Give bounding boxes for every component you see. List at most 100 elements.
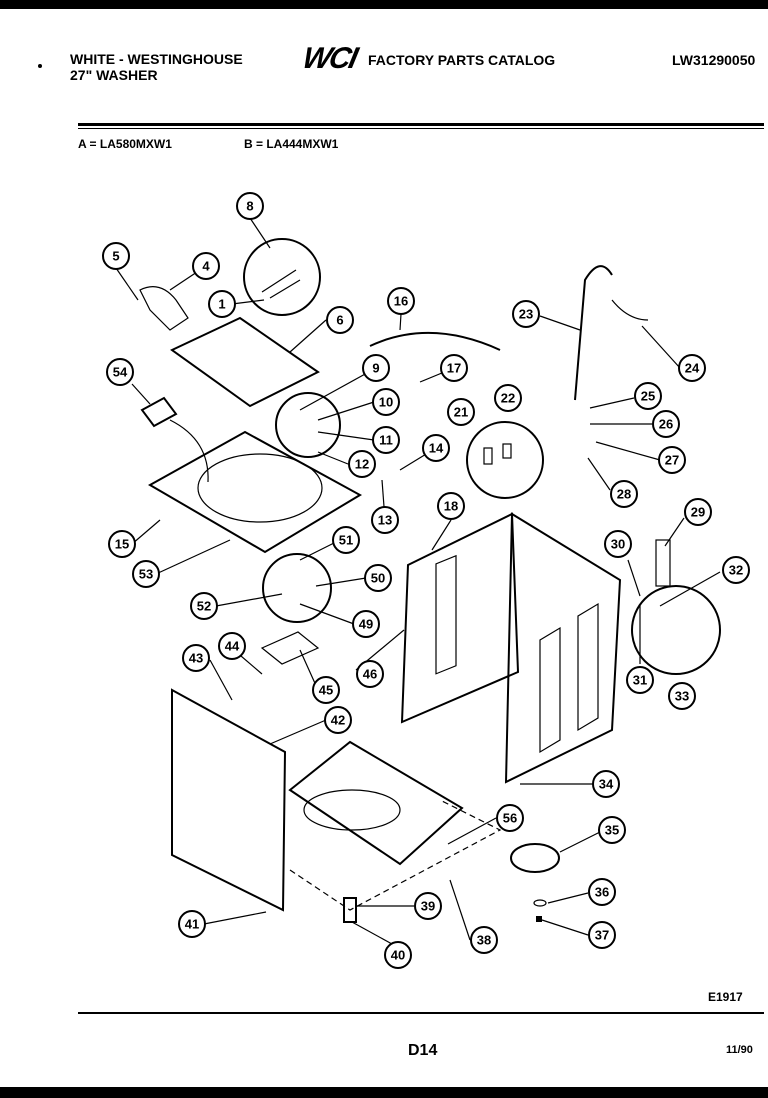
base-frame xyxy=(288,740,464,866)
callout-35: 35 xyxy=(598,816,626,844)
svg-text:15: 15 xyxy=(115,537,129,552)
svg-text:45: 45 xyxy=(319,683,333,698)
bleach-cup xyxy=(140,396,178,428)
motor-mount-detail-circle xyxy=(631,585,721,675)
cabinet-side-panel xyxy=(504,512,622,784)
svg-text:31: 31 xyxy=(633,673,647,688)
svg-text:23: 23 xyxy=(519,307,533,322)
callout-41: 41 xyxy=(178,910,206,938)
valve-detail-circle xyxy=(466,421,544,499)
callout-52: 52 xyxy=(190,592,218,620)
callout-24: 24 xyxy=(678,354,706,382)
callout-17: 17 xyxy=(440,354,468,382)
callout-54: 54 xyxy=(106,358,134,386)
svg-text:41: 41 xyxy=(185,917,199,932)
svg-text:37: 37 xyxy=(595,928,609,943)
top-cover xyxy=(147,430,363,554)
svg-text:18: 18 xyxy=(444,499,458,514)
callout-36: 36 xyxy=(588,878,616,906)
bracket-45 xyxy=(260,631,320,665)
document-number: LW31290050 xyxy=(672,52,756,68)
callout-29: 29 xyxy=(684,498,712,526)
top-border-bar xyxy=(0,0,768,9)
svg-text:52: 52 xyxy=(197,599,211,614)
callout-51: 51 xyxy=(332,526,360,554)
cabinet-rear-panel xyxy=(400,512,520,724)
svg-text:12: 12 xyxy=(355,457,369,472)
bracket-29 xyxy=(655,539,671,587)
lid-bracket xyxy=(139,286,189,331)
header-rule-thin xyxy=(78,128,764,129)
svg-text:35: 35 xyxy=(605,823,619,838)
svg-text:44: 44 xyxy=(225,639,240,654)
svg-text:34: 34 xyxy=(599,777,614,792)
header-rule xyxy=(78,123,764,126)
svg-text:56: 56 xyxy=(503,811,517,826)
catalog-date: 11/90 xyxy=(726,1044,753,1056)
control-detail-circle xyxy=(262,553,332,623)
callout-50: 50 xyxy=(364,564,392,592)
side-panel-slot-1 xyxy=(539,626,561,754)
callout-49: 49 xyxy=(352,610,380,638)
callout-11: 11 xyxy=(372,426,400,454)
callout-56: 56 xyxy=(496,804,524,832)
callout-40: 40 xyxy=(384,941,412,969)
hinge-detail-circle xyxy=(243,238,321,316)
svg-text:9: 9 xyxy=(372,361,379,376)
callout-43: 43 xyxy=(182,644,210,672)
svg-text:1: 1 xyxy=(218,297,225,312)
svg-text:10: 10 xyxy=(379,395,393,410)
svg-text:14: 14 xyxy=(429,441,444,456)
svg-text:33: 33 xyxy=(675,689,689,704)
callout-39: 39 xyxy=(414,892,442,920)
bleach-hose xyxy=(169,419,209,483)
svg-text:21: 21 xyxy=(454,405,468,420)
front-panel xyxy=(171,688,287,912)
callout-21: 21 xyxy=(447,398,475,426)
svg-text:39: 39 xyxy=(421,899,435,914)
callout-6: 6 xyxy=(326,306,354,334)
svg-text:25: 25 xyxy=(641,389,655,404)
hinge-bracket xyxy=(261,269,301,299)
svg-text:40: 40 xyxy=(391,948,405,963)
inlet-hose xyxy=(369,332,501,351)
margin-mark xyxy=(38,64,42,68)
svg-text:43: 43 xyxy=(189,651,203,666)
callout-34: 34 xyxy=(592,770,620,798)
callout-4: 4 xyxy=(192,252,220,280)
svg-text:29: 29 xyxy=(691,505,705,520)
washer-36 xyxy=(533,899,547,907)
svg-text:4: 4 xyxy=(202,259,210,274)
svg-text:17: 17 xyxy=(447,361,461,376)
callout-22: 22 xyxy=(494,384,522,412)
callout-27: 27 xyxy=(658,446,686,474)
model-b-label: B = LA444MXW1 xyxy=(244,137,339,151)
brand-line-1: WHITE - WESTINGHOUSE xyxy=(70,51,243,67)
callout-14: 14 xyxy=(422,434,450,462)
callout-15: 15 xyxy=(108,530,136,558)
model-a-label: A = LA580MXW1 xyxy=(78,137,172,151)
callout-44: 44 xyxy=(218,632,246,660)
callout-45: 45 xyxy=(312,676,340,704)
callout-8: 8 xyxy=(236,192,264,220)
svg-text:6: 6 xyxy=(336,313,343,328)
lid-part xyxy=(170,316,320,408)
callout-23: 23 xyxy=(512,300,540,328)
svg-text:16: 16 xyxy=(394,294,408,309)
screw-37 xyxy=(536,916,542,922)
callout-32: 32 xyxy=(722,556,750,584)
svg-text:46: 46 xyxy=(363,667,377,682)
catalog-title: FACTORY PARTS CATALOG xyxy=(368,52,556,68)
callout-31: 31 xyxy=(626,666,654,694)
callout-18: 18 xyxy=(437,492,465,520)
top-cover-opening xyxy=(197,453,323,523)
hose-clamp xyxy=(611,299,649,321)
callout-1: 1 xyxy=(208,290,236,318)
svg-text:8: 8 xyxy=(246,199,253,214)
svg-text:36: 36 xyxy=(595,885,609,900)
svg-text:24: 24 xyxy=(685,361,700,376)
svg-text:26: 26 xyxy=(659,417,673,432)
lid-switch-detail-circle xyxy=(275,392,341,458)
page-number: D14 xyxy=(408,1042,438,1059)
svg-text:49: 49 xyxy=(359,617,373,632)
